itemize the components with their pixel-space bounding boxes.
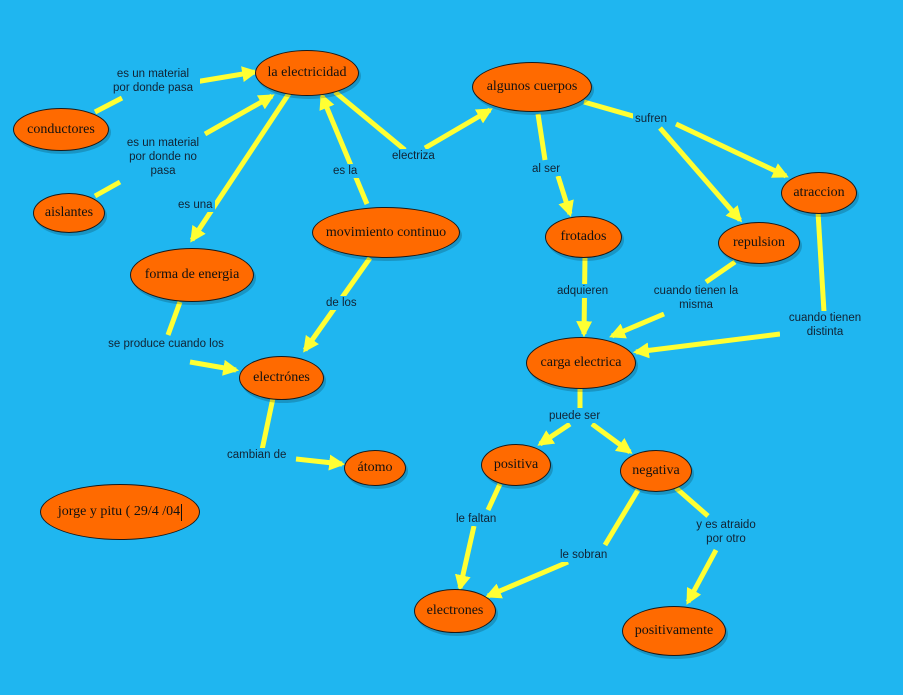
arrow-energia-electrones (165, 301, 183, 336)
text-cursor (181, 503, 183, 521)
link-label-sufren: sufren (633, 112, 669, 126)
node-positiva[interactable]: positiva (481, 444, 551, 486)
arrow-aislantes-electricidad (93, 179, 122, 199)
arrow-conductores-electricidad (93, 95, 124, 115)
arrow-cuerpos-sufren (583, 99, 641, 121)
node-algunos-cuerpos[interactable]: algunos cuerpos (472, 62, 592, 112)
link-label-atraido: y es atraido por otro (686, 518, 766, 546)
arrow-electricidad-energia (189, 90, 293, 243)
link-label-cambian-de: cambian de (225, 448, 289, 462)
arrow-sufren-atraccion (674, 121, 789, 179)
arrow-negativa-positivamente-2 (685, 548, 719, 605)
arrow-conductores-electricidad-2 (194, 66, 259, 85)
link-label-se-produce: se produce cuando los (106, 337, 226, 351)
arrow-repulsion-carga-2 (609, 311, 665, 339)
arrow-electricidad-cuerpos-2 (423, 107, 493, 151)
node-electricidad[interactable]: la electricidad (255, 50, 359, 96)
link-label-puede-ser: puede ser (547, 409, 603, 423)
node-movimiento[interactable]: movimiento continuo (312, 207, 460, 258)
node-electrones-1[interactable]: electrónes (239, 356, 324, 400)
node-atraccion[interactable]: atraccion (781, 172, 857, 214)
node-aislantes[interactable]: aislantes (33, 193, 105, 233)
link-label-le-sobran: le sobran (558, 548, 610, 562)
node-positivamente[interactable]: positivamente (622, 606, 726, 656)
arrow-cuerpos-frotados-2 (555, 175, 574, 218)
link-label-le-faltan: le faltan (454, 512, 499, 526)
arrow-positiva-electrones (485, 482, 503, 512)
link-label-material-no-pasa: es un material por donde no pasa (118, 136, 208, 178)
node-carga[interactable]: carga electrica (526, 337, 636, 389)
arrow-electrones-atomo (259, 397, 276, 451)
link-label-cuando-distinta: cuando tienen distinta (780, 311, 870, 339)
arrow-atraccion-carga-2 (632, 331, 781, 359)
node-conductores[interactable]: conductores (13, 108, 109, 151)
link-label-de-los: de los (324, 296, 359, 310)
arrow-puede-positiva (537, 421, 572, 447)
arrow-repulsion-carga (704, 259, 737, 285)
arrow-cuerpos-frotados (535, 113, 548, 161)
node-repulsion[interactable]: repulsion (718, 222, 800, 264)
arrow-puede-negativa (590, 421, 633, 455)
arrow-aislantes-electricidad-2 (203, 93, 275, 137)
node-atomo[interactable]: átomo (344, 450, 406, 486)
link-label-adquieren: adquieren (555, 284, 611, 298)
node-negativa[interactable]: negativa (620, 450, 692, 492)
link-label-electriza: electriza (390, 149, 437, 163)
link-label-es-la: es la (331, 164, 360, 178)
arrow-movimiento-electricidad (319, 93, 370, 205)
link-label-al-ser: al ser (530, 162, 563, 176)
link-label-cuando-misma: cuando tienen la misma (650, 284, 742, 312)
arrow-negativa-positivamente (674, 486, 710, 518)
node-frotados[interactable]: frotados (545, 216, 622, 258)
arrow-positiva-electrones-2 (455, 525, 477, 592)
link-label-material-pasa: es un material por donde pasa (106, 67, 200, 95)
arrow-negativa-electrones-2 (485, 559, 569, 599)
node-forma-energia[interactable]: forma de energia (130, 248, 254, 302)
arrow-electricidad-cuerpos (333, 90, 407, 152)
link-label-es-una: es una (176, 198, 215, 212)
node-electrones-2[interactable]: electrones (414, 589, 496, 633)
arrow-sufren-repulsion (658, 126, 743, 223)
author-note[interactable]: jorge y pitu ( 29/4 /04 (40, 484, 200, 540)
author-note-text: jorge y pitu ( 29/4 /04 (57, 504, 181, 519)
arrow-negativa-electrones (602, 488, 641, 547)
arrow-atraccion-carga (815, 211, 827, 313)
arrow-energia-electrones-2 (189, 359, 240, 376)
arrow-electrones-atomo-2 (295, 454, 346, 471)
